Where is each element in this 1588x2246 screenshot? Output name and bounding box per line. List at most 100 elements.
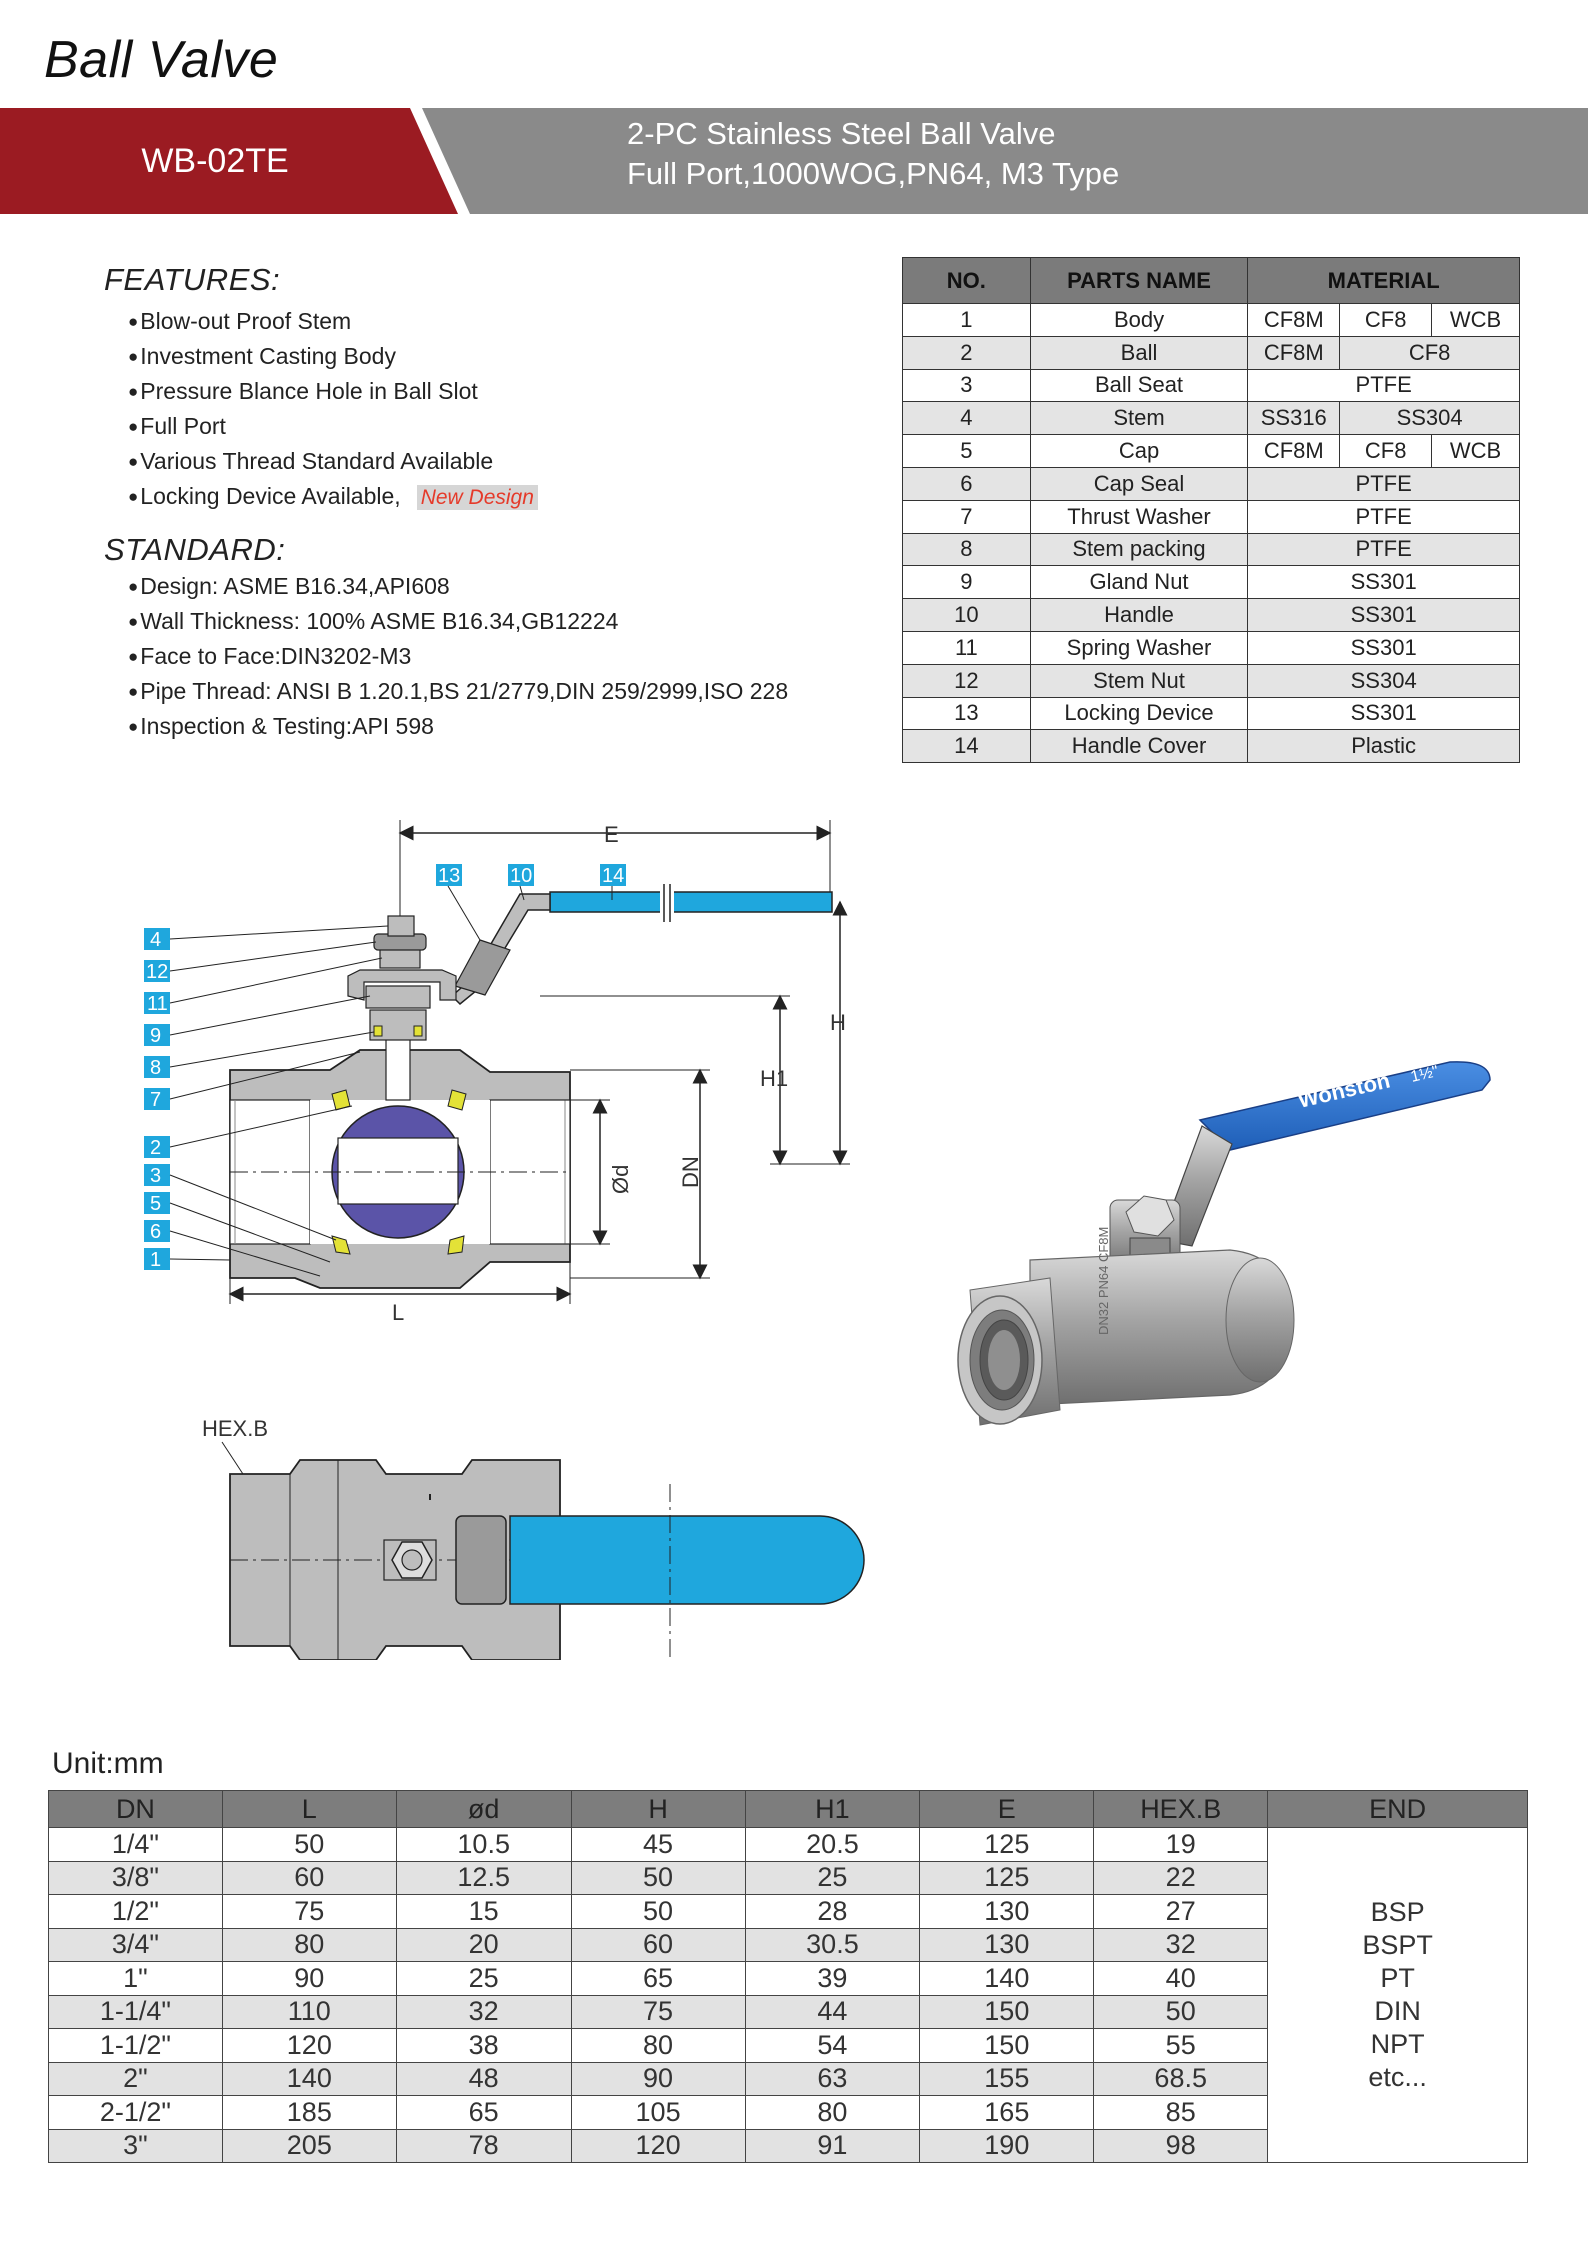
dims-cell: 1/4" [48, 1827, 223, 1862]
parts-cell-no: 1 [902, 303, 1031, 337]
parts-cell-name: Stem Nut [1029, 663, 1249, 698]
dims-cell: 50 [570, 1860, 746, 1895]
dims-cell: 60 [570, 1927, 746, 1962]
parts-cell-no: 11 [902, 630, 1031, 665]
dims-cell: 39 [744, 1961, 921, 1996]
parts-cell-name: Thrust Washer [1029, 499, 1249, 534]
feature-item: Various Thread Standard Available [128, 445, 538, 480]
parts-cell-material: PTFE [1247, 499, 1520, 534]
parts-cell-name: Ball Seat [1029, 368, 1249, 403]
dims-cell: 30.5 [744, 1927, 921, 1962]
dims-cell: 205 [221, 2128, 397, 2163]
dim-label-phi-d: Ød [608, 1165, 633, 1194]
dims-cell: 140 [919, 1961, 1095, 1996]
parts-cell-no: 6 [902, 466, 1031, 501]
dims-cell: 125 [919, 1827, 1095, 1862]
parts-cell-no: 8 [902, 532, 1031, 567]
dims-cell: 165 [919, 2095, 1095, 2130]
callout-6: 6 [150, 1221, 161, 1243]
parts-cell-name: Gland Nut [1029, 565, 1249, 600]
parts-header-material: MATERIAL [1247, 257, 1520, 304]
dims-cell: 65 [395, 2095, 572, 2130]
end-type: BSP [1370, 1897, 1425, 1927]
parts-cell-material: SS316 [1247, 401, 1341, 436]
dim-label-l: L [392, 1300, 404, 1325]
dims-cell: 45 [570, 1827, 746, 1862]
parts-cell-no: 13 [902, 696, 1031, 731]
dims-cell: 22 [1093, 1860, 1269, 1895]
feature-item: Full Port [128, 410, 538, 445]
dims-cell: 78 [395, 2128, 572, 2163]
banner-shapes [0, 108, 1588, 214]
feature-item: Pressure Blance Hole in Ball Slot [128, 375, 538, 410]
parts-cell-material: SS301 [1247, 696, 1520, 731]
dims-cell: 68.5 [1093, 2061, 1269, 2096]
parts-header-name: PARTS NAME [1029, 257, 1249, 304]
parts-cell-no: 4 [902, 401, 1031, 436]
standard-heading: STANDARD: [104, 532, 286, 567]
standard-item: Face to Face:DIN3202-M3 [128, 640, 788, 675]
dims-cell: 25 [744, 1860, 921, 1895]
dims-cell: 63 [744, 2061, 921, 2096]
photo-stem [1109, 1195, 1181, 1271]
parts-cell-name: Handle [1029, 598, 1249, 632]
dims-cell: 60 [221, 1860, 397, 1895]
handle-drawing [450, 884, 833, 1006]
dims-cell: 50 [570, 1894, 746, 1929]
dims-cell: 105 [570, 2095, 746, 2130]
dims-cell: 120 [570, 2128, 746, 2163]
body-marking: DN32 PN64 CF8M [1096, 1227, 1111, 1335]
dims-cell: 27 [1093, 1894, 1269, 1929]
photo-body: DN32 PN64 CF8M [957, 1227, 1295, 1426]
dims-header-end: END [1267, 1790, 1528, 1828]
technical-drawing: E H H1 [144, 820, 865, 1660]
parts-cell-material: CF8M [1247, 434, 1341, 468]
callout-2: 2 [150, 1137, 161, 1159]
dims-header-dn: DN [48, 1790, 223, 1828]
callout-5: 5 [150, 1193, 161, 1215]
dims-cell: 19 [1093, 1827, 1269, 1862]
dims-cell: 1/2" [48, 1894, 223, 1929]
standard-item: Pipe Thread: ANSI B 1.20.1,BS 21/2779,DI… [128, 675, 788, 710]
parts-cell-material: CF8 [1339, 303, 1433, 337]
end-type: DIN [1374, 1996, 1421, 2026]
callout-8: 8 [150, 1057, 161, 1079]
stem-assembly [347, 915, 457, 1101]
dims-cell: 90 [570, 2061, 746, 2096]
dims-cell: 2-1/2" [48, 2095, 223, 2130]
valve-body-section [229, 1049, 571, 1289]
dims-cell: 80 [570, 2028, 746, 2063]
parts-cell-material: WCB [1431, 434, 1520, 468]
parts-cell-material: PTFE [1247, 532, 1520, 567]
handle-size-text: 1½" [1409, 1063, 1440, 1086]
parts-cell-material: CF8 [1339, 335, 1520, 370]
dims-cell: 50 [1093, 1994, 1269, 2029]
parts-cell-material: SS301 [1247, 565, 1520, 600]
parts-cell-no: 12 [902, 663, 1031, 698]
callouts-left: 4 12 11 9 8 7 2 3 5 6 1 [144, 925, 389, 1277]
dims-cell: 3" [48, 2128, 223, 2163]
feature-item: Blow-out Proof Stem [128, 305, 538, 340]
parts-cell-material: CF8M [1247, 303, 1341, 337]
end-type: NPT [1370, 2029, 1425, 2059]
end-type: PT [1380, 1963, 1415, 1993]
dims-cell: 10.5 [395, 1827, 572, 1862]
dims-cell: 1-1/2" [48, 2028, 223, 2063]
dims-cell: 150 [919, 2028, 1095, 2063]
dims-cell: 90 [221, 1961, 397, 1996]
parts-cell-name: Cap [1029, 434, 1249, 468]
